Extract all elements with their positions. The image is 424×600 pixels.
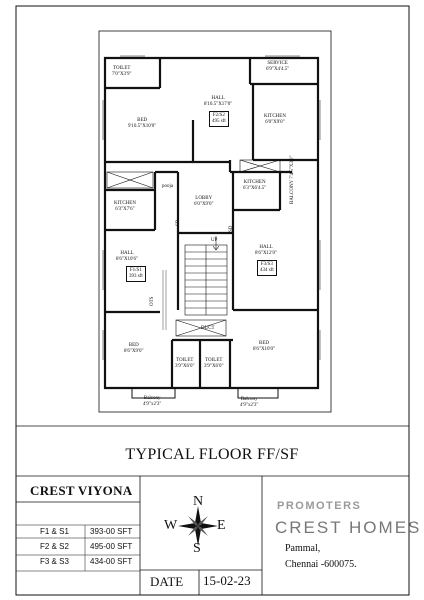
promoter-name: CREST HOMES [275, 518, 422, 537]
date-label: DATE [150, 574, 184, 589]
area-value: 393-00 SFT [90, 527, 133, 536]
compass-s: S [193, 541, 201, 556]
compass-e: E [217, 518, 226, 533]
area-unit: F1 & S1 [40, 527, 69, 536]
area-unit: F3 & S3 [40, 557, 69, 566]
label-duct: DUCT [201, 326, 215, 331]
compass-rose-icon [178, 506, 218, 546]
room-balcony-f3: BALCONY 7'4.5"X3'0" [290, 155, 295, 204]
address-line2: Chennai -600075. [285, 559, 357, 570]
label-ots: OTS [150, 296, 155, 306]
room-pooja: pooja [162, 184, 174, 189]
building-outline [103, 56, 320, 390]
label-door-b: SD [229, 225, 234, 232]
label-door-a: SD [176, 219, 181, 226]
area-unit: F2 & S2 [40, 542, 69, 551]
project-name: CREST VIYONA [30, 483, 133, 498]
area-value: 495-00 SFT [90, 542, 133, 551]
compass-w: W [164, 518, 178, 533]
date-value: 15-02-23 [203, 573, 251, 588]
area-value: 434-00 SFT [90, 557, 133, 566]
label-up: UP [211, 238, 218, 243]
compass-n: N [193, 494, 204, 509]
address-line1: Pammal, [285, 543, 321, 554]
drawing-title: TYPICAL FLOOR FF/SF [125, 446, 299, 463]
promoters-label: PROMOTERS [277, 500, 362, 512]
